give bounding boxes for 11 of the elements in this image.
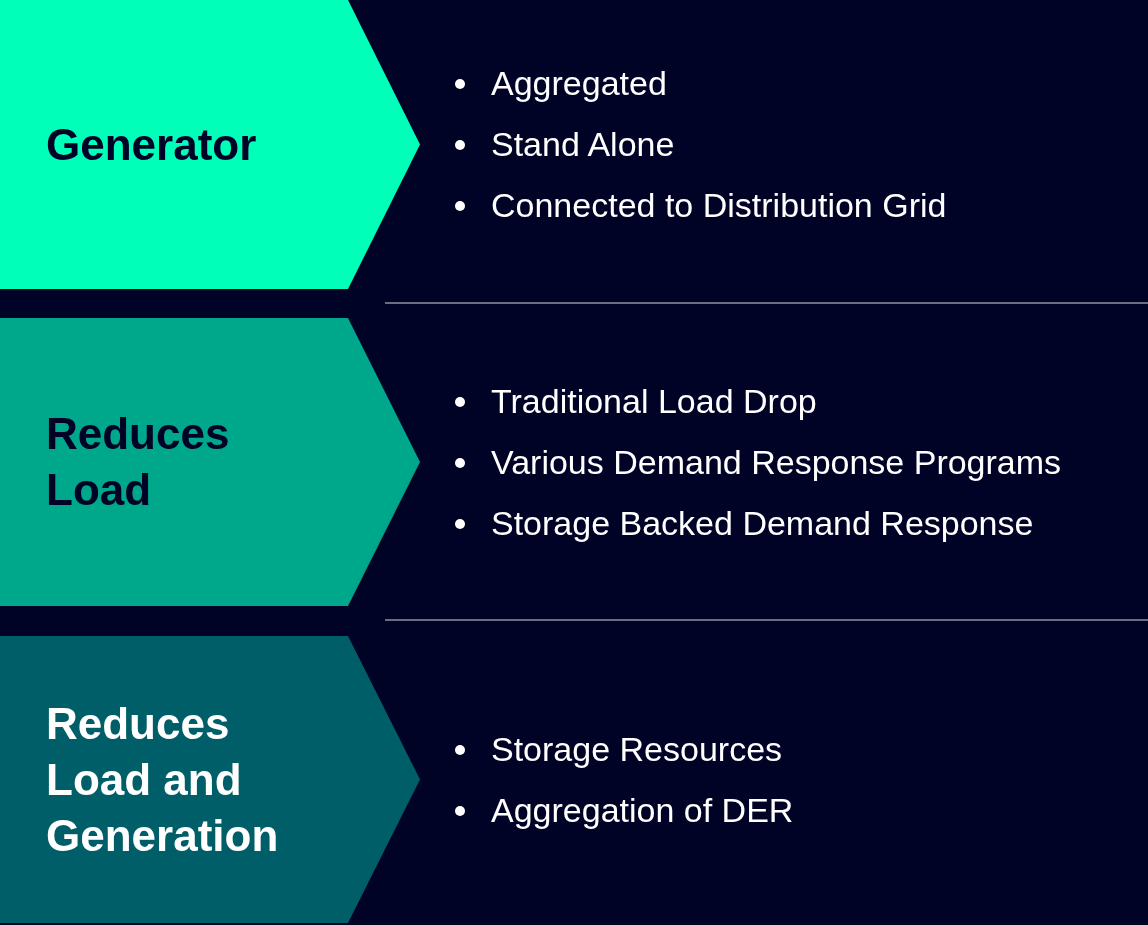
bullet-item: Storage Backed Demand Response — [491, 502, 1034, 543]
bullet-item: Connected to Distribution Grid — [491, 185, 947, 225]
bullet-item: Aggregation of DER — [491, 789, 794, 830]
bullet-item: Various Demand Response Programs — [491, 441, 1062, 482]
bullet-item: Storage Resources — [491, 728, 783, 769]
bullet-item: Traditional Load Drop — [491, 380, 817, 421]
category-heading: Reduces Load — [46, 408, 231, 516]
category-heading: Generator — [46, 118, 258, 171]
category-heading: Reduces Load and Generation — [46, 697, 280, 862]
bullet-item: Stand Alone — [491, 124, 675, 164]
bullet-item: Aggregated — [491, 63, 667, 103]
